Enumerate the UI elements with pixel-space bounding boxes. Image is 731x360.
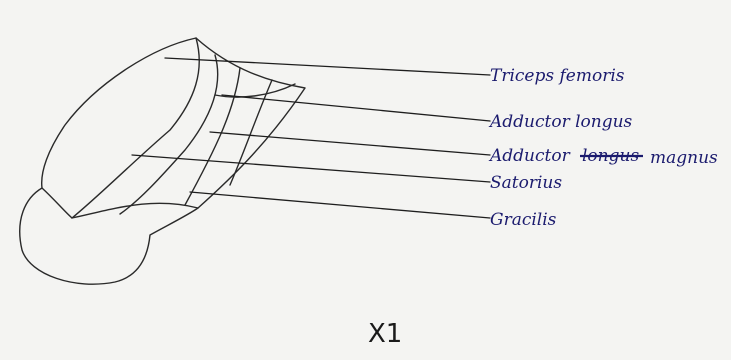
leader-satorius: [131, 154, 491, 183]
leader-gracilis: [189, 191, 491, 219]
label-adductor-magnus-prefix: Adductor: [488, 146, 571, 166]
label-triceps-femoris: Triceps femoris: [490, 66, 625, 86]
muscle-boundary-2: [119, 54, 219, 215]
rectus-divider: [214, 83, 296, 98]
leader-lines: [131, 57, 491, 219]
muscle-boundary-3: [184, 67, 241, 206]
knee-front-edge: [41, 187, 199, 219]
muscle-boundary-1: [71, 37, 200, 219]
muscle-boundary-4: [229, 79, 273, 186]
leader-adductor-magnus: [209, 131, 491, 156]
thigh-outline: [19, 37, 306, 285]
label-adductor-magnus-suffix: magnus: [650, 148, 718, 168]
leader-adductor-longus: [221, 94, 491, 122]
label-adductor-longus: Adductor longus: [488, 112, 633, 132]
label-satorius: Satorius: [490, 173, 562, 193]
leader-triceps-femoris: [164, 57, 491, 76]
thigh-drawing: [19, 37, 306, 285]
label-group: Triceps femoris Adductor longus Adductor…: [488, 66, 718, 230]
magnification-label: X1: [368, 319, 402, 349]
label-gracilis: Gracilis: [490, 210, 557, 230]
